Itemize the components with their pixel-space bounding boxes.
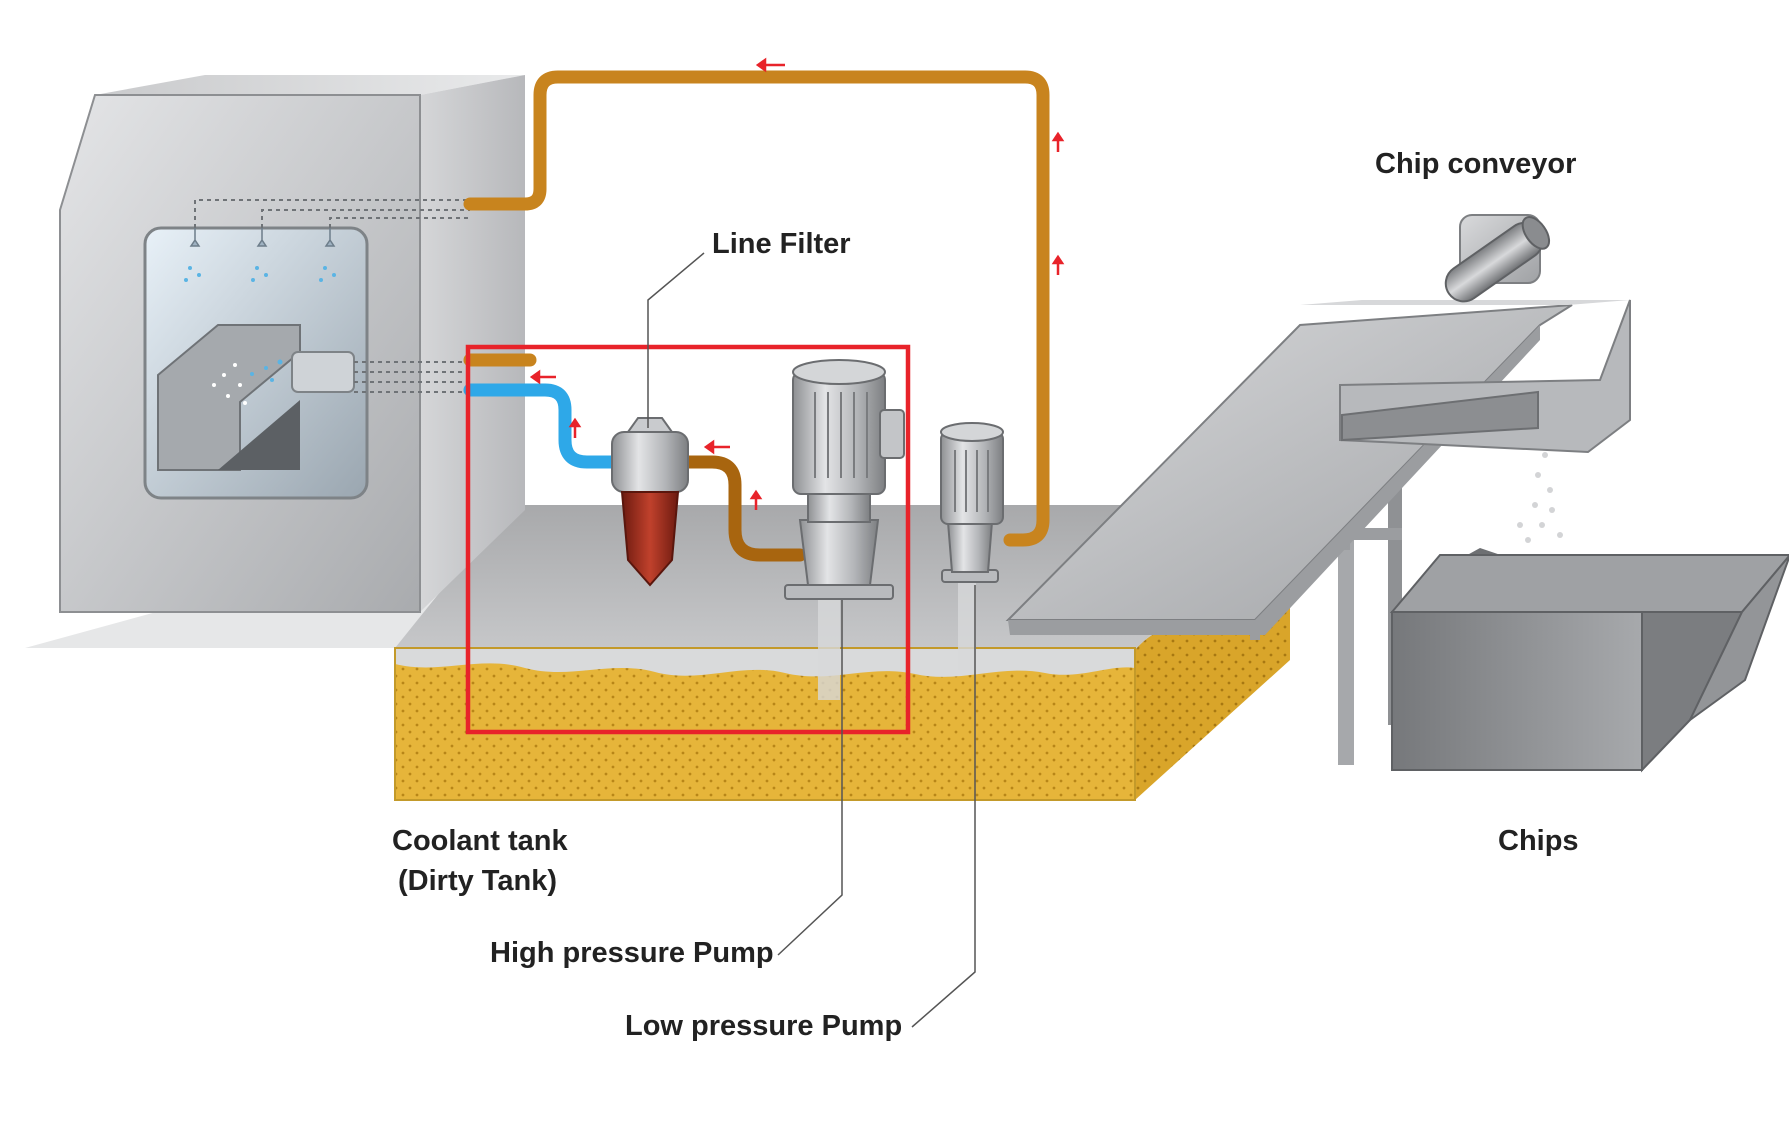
spindle <box>291 351 355 393</box>
flow-arrow-icon <box>529 57 1065 510</box>
machine-top <box>95 75 525 95</box>
bin-side-slant <box>1689 554 1789 721</box>
chip-particles-icon <box>212 363 247 405</box>
hp-pump-motor-cap <box>792 359 886 385</box>
high-pressure-pump <box>784 359 905 700</box>
coolant-tank-label: Coolant tank <box>392 825 568 857</box>
lp-pump-motor <box>940 431 1004 525</box>
lp-pump-body <box>946 521 994 573</box>
internal-coolant-lines <box>194 199 470 393</box>
filter-cap <box>626 417 674 433</box>
line-filter-label: Line Filter <box>712 228 851 260</box>
high-pressure-pipe-dirty <box>675 455 807 562</box>
lp-pump-leader <box>911 585 976 1028</box>
flow-arrow <box>1051 254 1065 275</box>
filter-head <box>611 431 689 493</box>
chips-bin <box>1389 452 1789 773</box>
low-pressure-pump-label: Low pressure Pump <box>625 1010 902 1042</box>
high-pressure-pump-label: High pressure Pump <box>490 937 774 969</box>
flow-arrow <box>529 369 556 385</box>
low-pressure-pump <box>940 422 1004 670</box>
bin-rim <box>1389 554 1789 613</box>
chip-conveyor-label: Chip conveyor <box>1375 148 1576 180</box>
flow-arrow <box>749 489 763 510</box>
chips-label: Chips <box>1498 825 1579 857</box>
flow-arrow <box>568 417 582 438</box>
lp-pump-motor-cap <box>940 422 1004 442</box>
filter-bowl <box>620 491 680 587</box>
hp-pump-base <box>784 584 894 600</box>
flow-arrow <box>755 57 785 73</box>
tank-coolant-surface <box>395 648 1135 677</box>
flow-arrow <box>703 439 730 455</box>
line-filter-leader <box>647 252 705 428</box>
workpiece-shade <box>218 400 300 470</box>
flow-arrow <box>1051 131 1065 152</box>
coolant-spray <box>184 266 336 382</box>
tank-front-face <box>395 648 1135 800</box>
leader-lines <box>647 252 976 1028</box>
nozzle-icon <box>189 228 336 247</box>
hp-pump-terminal-box <box>879 409 905 459</box>
conveyor-roller <box>1444 216 1551 303</box>
high-pressure-pipe-clean <box>463 383 625 469</box>
hp-pump-coupling <box>807 491 871 523</box>
hp-pump-body <box>798 519 880 586</box>
conveyor-discharge-chute <box>1341 390 1539 442</box>
machine-tool <box>59 75 525 613</box>
coolant-tank-sublabel: (Dirty Tank) <box>398 865 557 897</box>
chip-conveyor <box>1005 214 1631 765</box>
hp-pump-motor <box>792 371 886 495</box>
highlight-box <box>465 344 911 735</box>
conveyor-head-top <box>1300 300 1630 305</box>
low-pressure-pipe <box>463 70 1050 547</box>
bin-front <box>1391 611 1643 771</box>
line-filter <box>611 417 689 587</box>
hp-pump-leader <box>777 600 843 956</box>
